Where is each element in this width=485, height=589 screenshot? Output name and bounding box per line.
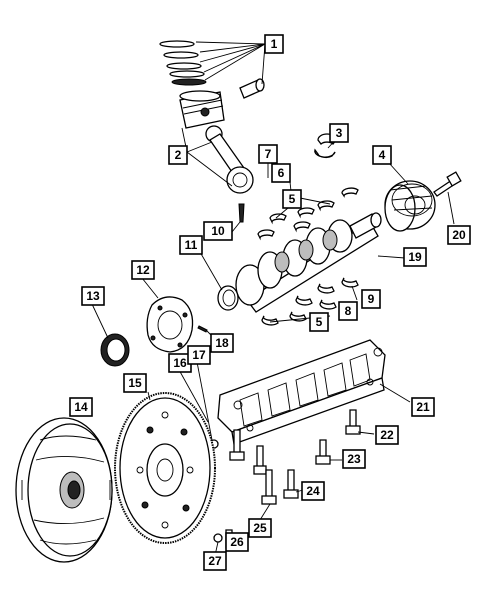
callout-17-label: 17 [192, 348, 206, 362]
sensor-ring [217, 285, 239, 311]
callout-20: 20 [447, 225, 471, 245]
callout-4: 4 [372, 145, 392, 165]
torque-converter [15, 417, 113, 563]
callout-26-label: 26 [230, 535, 244, 549]
engine-bedplate [217, 339, 386, 445]
callout-22-label: 22 [380, 428, 394, 442]
rear-main-seal [100, 333, 130, 367]
callout-14-label: 14 [74, 400, 88, 414]
piston [179, 90, 225, 129]
callout-10: 10 [203, 221, 233, 241]
bedplate-bolts [209, 409, 361, 549]
callout-9-label: 9 [368, 292, 375, 306]
piston-rings [159, 40, 207, 86]
callout-4-label: 4 [379, 148, 386, 162]
callout-11-label: 11 [185, 238, 198, 252]
callout-1-label: 1 [271, 37, 278, 51]
callout-2-label: 2 [175, 148, 182, 162]
callout-7-label: 7 [265, 147, 272, 161]
rod-bolt [238, 203, 245, 223]
callout-6-label: 6 [278, 166, 285, 180]
callout-1: 1 [264, 34, 284, 54]
callout-27: 27 [203, 551, 227, 571]
callout-5-upper-label: 5 [289, 192, 296, 206]
callout-24-label: 24 [306, 484, 320, 498]
callout-3-label: 3 [336, 126, 343, 140]
main-bearings-lower [261, 277, 359, 326]
callout-17: 17 [187, 345, 211, 365]
callout-6: 6 [271, 163, 291, 183]
callout-18-label: 18 [215, 336, 229, 350]
callout-27-label: 27 [208, 554, 222, 568]
callout-7: 7 [258, 144, 278, 164]
piston-pin [239, 78, 265, 99]
crankshaft [235, 212, 382, 313]
callout-3: 3 [329, 123, 349, 143]
callout-9: 9 [361, 289, 381, 309]
callout-20-label: 20 [452, 228, 466, 242]
callout-16-label: 16 [173, 356, 187, 370]
callout-13-label: 13 [86, 289, 100, 303]
callout-22: 22 [375, 425, 399, 445]
callout-21-label: 21 [416, 400, 430, 414]
flexplate [114, 392, 216, 544]
crankshaft-bolt [433, 171, 462, 197]
callout-25: 25 [248, 518, 272, 538]
dowel-pin [197, 325, 208, 333]
callout-23: 23 [342, 449, 366, 469]
callout-12-label: 12 [136, 263, 150, 277]
callout-25-label: 25 [253, 521, 267, 535]
callout-16: 16 [168, 353, 192, 373]
connecting-rod [205, 125, 254, 194]
callout-18: 18 [210, 333, 234, 353]
callout-15-label: 15 [128, 376, 142, 390]
callout-10-label: 10 [211, 224, 225, 238]
callout-5-upper: 5 [282, 189, 302, 209]
callout-14: 14 [69, 397, 93, 417]
callout-19-label: 19 [408, 250, 422, 264]
callout-26: 26 [225, 532, 249, 552]
callout-24: 24 [301, 481, 325, 501]
callout-2: 2 [168, 145, 188, 165]
callout-13: 13 [81, 286, 105, 306]
callout-5-lower: 5 [309, 312, 329, 332]
callout-21: 21 [411, 397, 435, 417]
harmonic-balancer [384, 180, 436, 232]
callout-19: 19 [403, 247, 427, 267]
callout-15: 15 [123, 373, 147, 393]
callout-11: 11 [179, 235, 203, 255]
retainer-plate [146, 296, 194, 353]
callout-8: 8 [338, 301, 358, 321]
callout-5-lower-label: 5 [316, 315, 323, 329]
callout-23-label: 23 [347, 452, 361, 466]
callout-8-label: 8 [345, 304, 352, 318]
callout-12: 12 [131, 260, 155, 280]
